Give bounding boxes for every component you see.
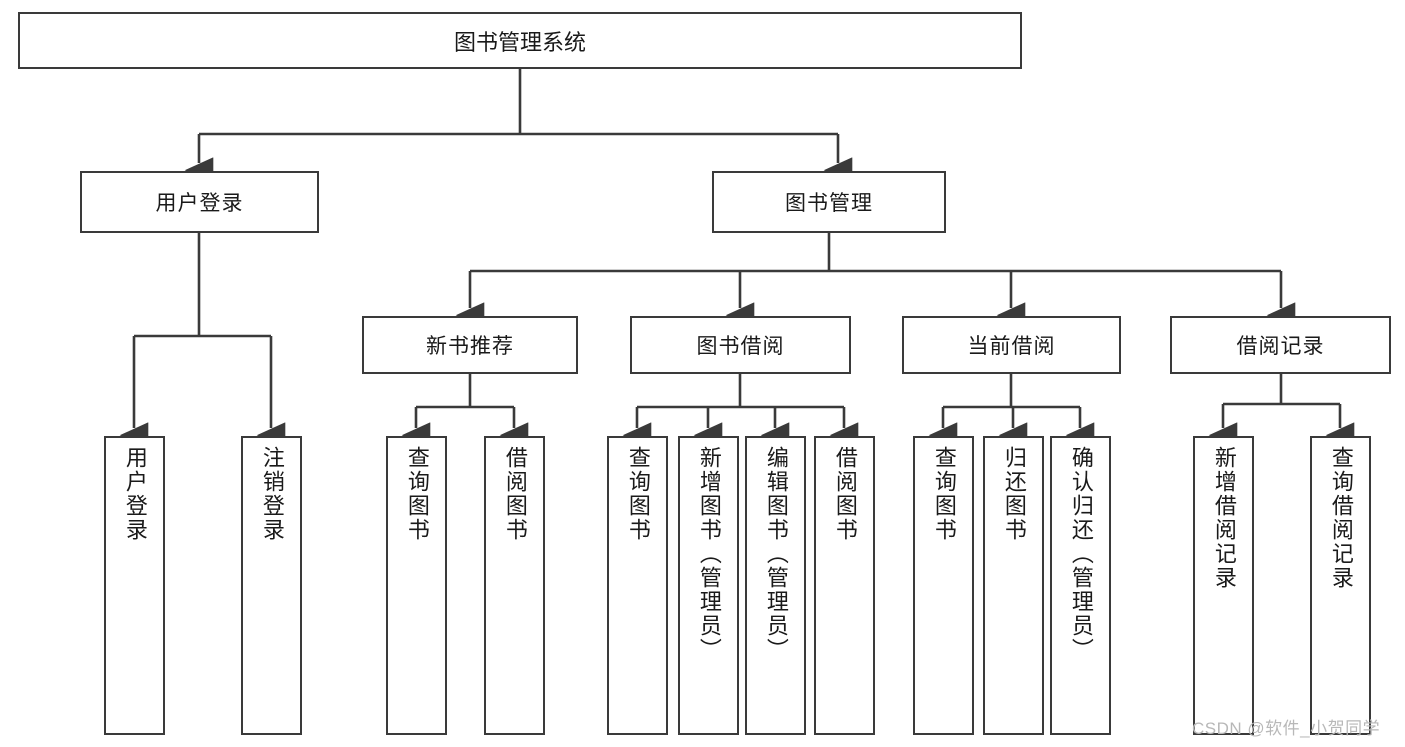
leaf-user-login[interactable]: 用户登录 — [104, 436, 165, 735]
node-root[interactable]: 图书管理系统 — [18, 12, 1022, 69]
leaf-confirm-return-admin-label: 确认归还（管理员） — [1068, 446, 1094, 662]
node-root-label: 图书管理系统 — [453, 29, 586, 55]
leaf-user-logout-label: 注销登录 — [259, 446, 285, 542]
leaf-add-book-admin-label: 新增图书（管理员） — [696, 446, 722, 662]
node-book-borrow-label: 图书借阅 — [696, 335, 785, 358]
leaf-return-book[interactable]: 归还图书 — [983, 436, 1044, 735]
leaf-user-login-label: 用户登录 — [122, 446, 148, 542]
node-new-book-recommend[interactable]: 新书推荐 — [362, 316, 578, 374]
node-new-book-recommend-label: 新书推荐 — [426, 335, 514, 358]
leaf-return-book-label: 归还图书 — [1001, 446, 1027, 542]
leaf-query-borrow-record[interactable]: 查询借阅记录 — [1310, 436, 1371, 735]
leaf-borrow-book[interactable]: 借阅图书 — [814, 436, 875, 735]
node-book-management-label: 图书管理 — [785, 192, 873, 215]
leaf-query-book-borrow[interactable]: 查询图书 — [607, 436, 668, 735]
leaf-query-book-recommend-label: 查询图书 — [404, 446, 430, 542]
leaf-edit-book-admin[interactable]: 编辑图书（管理员） — [745, 436, 806, 735]
node-book-management[interactable]: 图书管理 — [712, 171, 946, 233]
leaf-query-book-current[interactable]: 查询图书 — [913, 436, 974, 735]
node-book-borrow[interactable]: 图书借阅 — [630, 316, 851, 374]
leaf-borrow-book-recommend[interactable]: 借阅图书 — [484, 436, 545, 735]
leaf-query-book-current-label: 查询图书 — [931, 446, 957, 542]
leaf-confirm-return-admin[interactable]: 确认归还（管理员） — [1050, 436, 1111, 735]
leaf-borrow-book-recommend-label: 借阅图书 — [502, 446, 528, 542]
leaf-edit-book-admin-label: 编辑图书（管理员） — [763, 446, 789, 662]
leaf-add-borrow-record[interactable]: 新增借阅记录 — [1193, 436, 1254, 735]
node-borrow-record-label: 借阅记录 — [1236, 335, 1325, 358]
leaf-add-borrow-record-label: 新增借阅记录 — [1211, 446, 1237, 590]
node-current-borrow-label: 当前借阅 — [967, 335, 1056, 358]
node-user-login[interactable]: 用户登录 — [80, 171, 319, 233]
node-user-login-label: 用户登录 — [155, 192, 244, 215]
watermark: CSDN @软件_小贺同学 — [1192, 719, 1381, 738]
node-current-borrow[interactable]: 当前借阅 — [902, 316, 1121, 374]
leaf-add-book-admin[interactable]: 新增图书（管理员） — [678, 436, 739, 735]
leaf-borrow-book-label: 借阅图书 — [832, 446, 858, 542]
leaf-query-borrow-record-label: 查询借阅记录 — [1328, 446, 1354, 590]
leaf-query-book-recommend[interactable]: 查询图书 — [386, 436, 447, 735]
node-borrow-record[interactable]: 借阅记录 — [1170, 316, 1391, 374]
leaf-query-book-borrow-label: 查询图书 — [625, 446, 651, 542]
leaf-user-logout[interactable]: 注销登录 — [241, 436, 302, 735]
